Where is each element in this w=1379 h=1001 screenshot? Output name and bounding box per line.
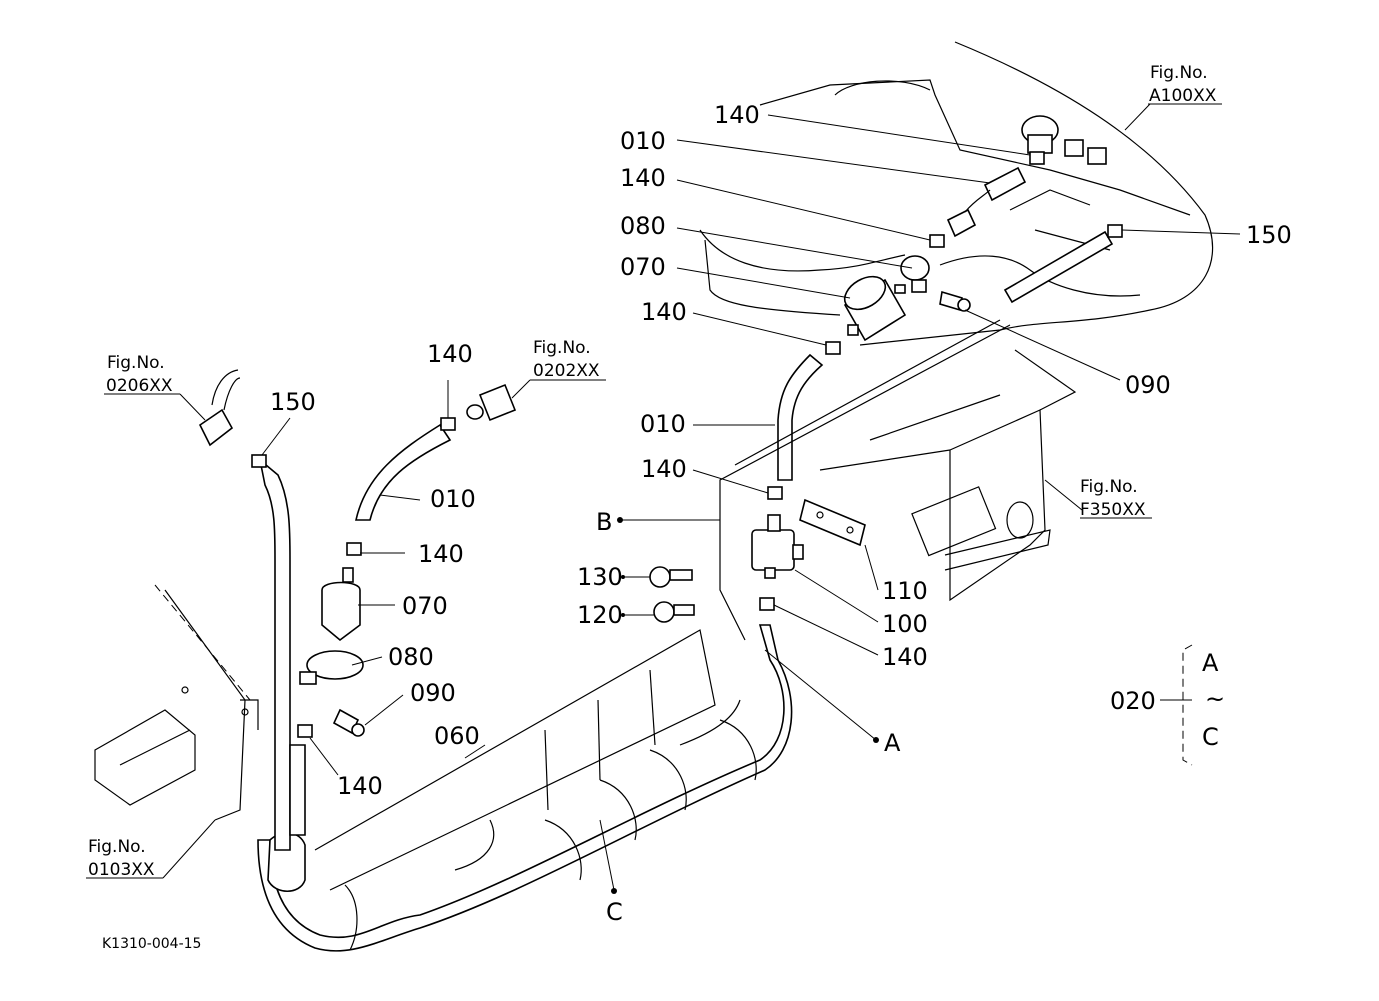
callout-140-left-mid: 140 [418, 540, 464, 568]
hose-140-left-low [289, 724, 313, 836]
hose-150-left [251, 454, 291, 851]
fuel-line-b [719, 319, 1011, 641]
range-to-label: C [1202, 723, 1219, 751]
callout-010-top: 010 [620, 127, 666, 155]
callout-140-mid: 140 [641, 455, 687, 483]
point-b-label: B [596, 508, 612, 536]
callout-140-left-low: 140 [337, 772, 383, 800]
clamp-140-upper [929, 234, 945, 248]
fuel-tank [699, 41, 1214, 346]
fig-ref-0103: Fig.No. 0103XX [88, 837, 155, 880]
filter-bracket-080-left [299, 650, 364, 685]
clamp-140-right [767, 486, 783, 500]
point-b-dot [617, 517, 623, 523]
frame-bracket [94, 584, 259, 821]
hose-010-top [946, 166, 1027, 238]
fig-ref-a100-code: A100XX [1149, 86, 1217, 106]
hose-150-right [1003, 224, 1123, 304]
fitting-0202 [466, 383, 517, 422]
filter-100 [751, 514, 804, 579]
fig-ref-0206-code: 0206XX [106, 376, 173, 396]
point-a-label: A [884, 729, 901, 757]
fig-ref-0103-code: 0103XX [88, 860, 155, 880]
reference-points: A B C A ~ C [596, 508, 1225, 926]
point-c-label: C [606, 898, 623, 926]
callout-010-left: 010 [430, 485, 476, 513]
filter-bracket-080-top [900, 255, 930, 293]
bracket-110 [799, 498, 866, 547]
dot-120 [621, 613, 625, 617]
callout-080-right: 080 [620, 212, 666, 240]
range-bracket-020 [1182, 644, 1193, 766]
hose-010-left [355, 423, 452, 521]
callout-020: 020 [1110, 687, 1156, 715]
tank-straps [344, 719, 757, 951]
callout-120: 120 [577, 601, 623, 629]
fig-ref-a100: Fig.No. A100XX [1149, 63, 1217, 106]
clamp-140-lower-right [759, 597, 775, 611]
callout-140-upper: 140 [620, 164, 666, 192]
range-from-label: A [1202, 649, 1219, 677]
bolt-090-left [332, 708, 365, 737]
leader-lines [86, 103, 1241, 891]
drawing-code: K1310-004-15 [102, 936, 201, 952]
callout-100: 100 [882, 610, 928, 638]
callout-010-mid: 010 [640, 410, 686, 438]
point-c-dot [611, 888, 617, 894]
callout-140-left-top: 140 [427, 340, 473, 368]
fig-ref-0202: Fig.No. 0202XX [533, 338, 600, 381]
callout-090-right: 090 [1125, 371, 1171, 399]
callout-140-top: 140 [714, 101, 760, 129]
range-tilde-label: ~ [1205, 685, 1225, 713]
fig-ref-0206-label: Fig.No. [107, 353, 165, 373]
hose-010-mid [777, 353, 824, 481]
callout-070-left: 070 [402, 592, 448, 620]
clamp-140-left-mid [346, 542, 362, 556]
callout-090-left: 090 [410, 679, 456, 707]
dot-130 [621, 575, 625, 579]
filter-070-top [843, 275, 907, 342]
callout-080-left: 080 [388, 643, 434, 671]
reference-dots [611, 517, 879, 894]
fig-ref-f350: Fig.No. F350XX [1080, 477, 1146, 520]
callout-150-left: 150 [270, 388, 316, 416]
bolt-130 [649, 566, 693, 588]
callout-110: 110 [882, 577, 928, 605]
bracket-panel [819, 349, 1077, 602]
callout-labels: 140 010 140 080 070 140 150 090 010 140 … [270, 101, 1292, 800]
callout-060: 060 [434, 722, 480, 750]
filter-070-left [321, 567, 361, 642]
callout-140-filter: 140 [641, 298, 687, 326]
clamp-140-tank-top [1029, 151, 1045, 165]
fig-ref-0103-label: Fig.No. [88, 837, 146, 857]
clamp-140-left-top [440, 417, 456, 431]
fig-ref-a100-label: Fig.No. [1150, 63, 1208, 83]
point-a-dot [873, 737, 879, 743]
fig-ref-0202-code: 0202XX [533, 361, 600, 381]
fig-ref-f350-code: F350XX [1080, 500, 1146, 520]
fig-ref-0206: Fig.No. 0206XX [106, 353, 173, 396]
callout-130: 130 [577, 563, 623, 591]
callout-150-right: 150 [1246, 221, 1292, 249]
fig-ref-0202-label: Fig.No. [533, 338, 591, 358]
callout-070-right: 070 [620, 253, 666, 281]
fig-ref-f350-label: Fig.No. [1080, 477, 1138, 497]
fitting-0206 [198, 369, 241, 447]
clamp-140-mid [825, 341, 841, 355]
bolt-090-top [939, 290, 971, 312]
bolt-120 [653, 601, 695, 623]
callout-140-right-low: 140 [882, 643, 928, 671]
